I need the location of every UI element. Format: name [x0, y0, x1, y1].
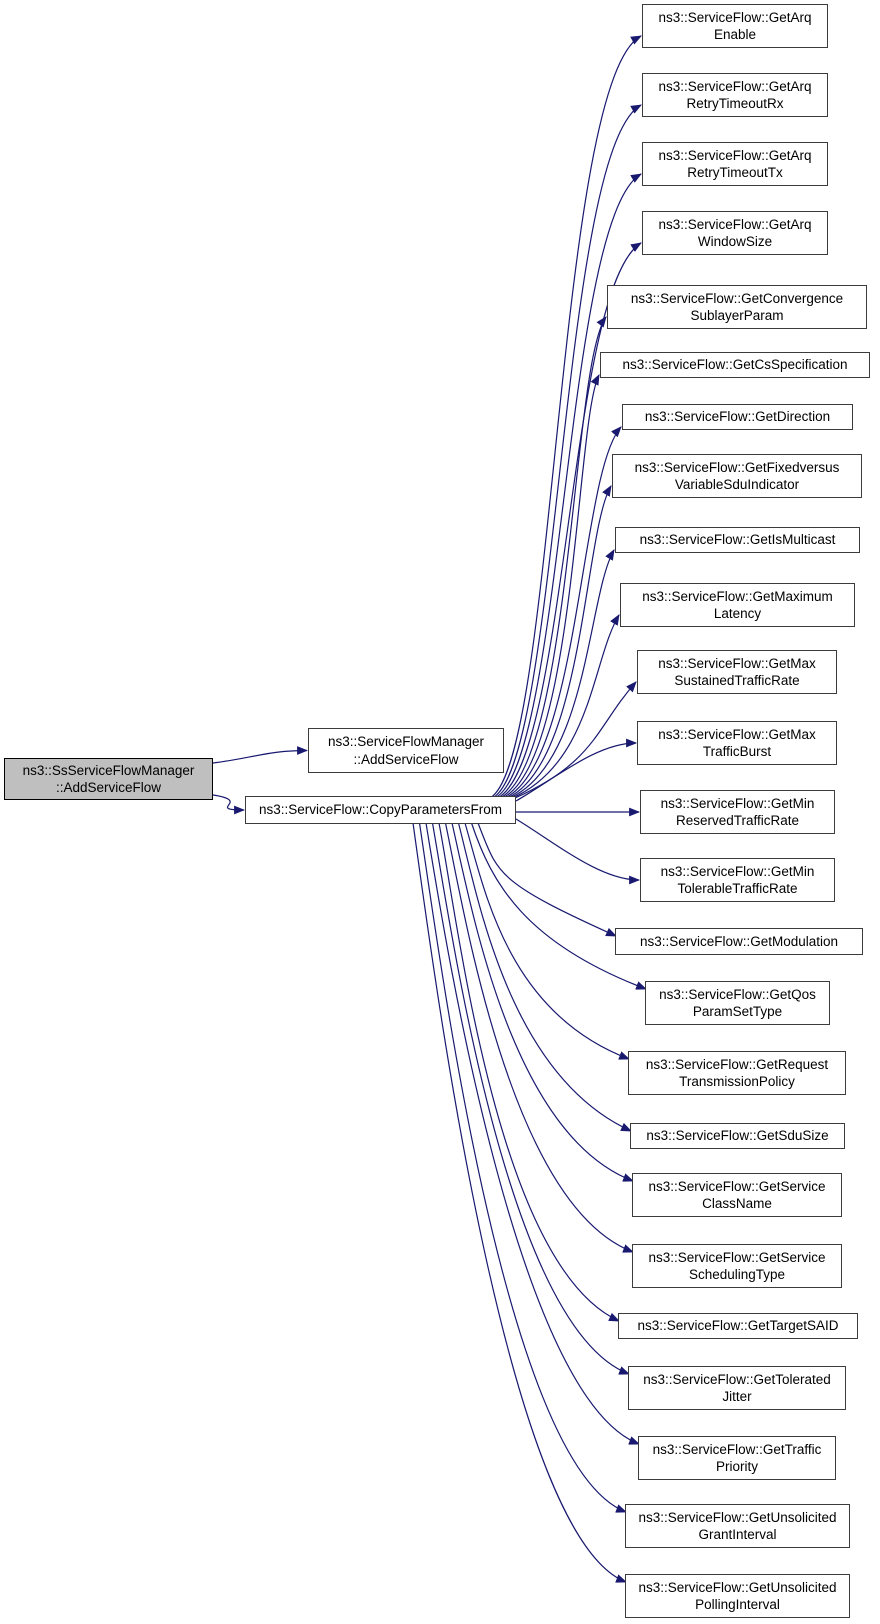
node-get-arq-enable[interactable]: ns3::ServiceFlow::GetArq Enable — [642, 4, 828, 48]
call-edge-copy-parameters-from-to-get-arq-enable — [489, 35, 642, 799]
call-edge-copy-parameters-from-to-get-tolerated-jitter — [431, 822, 631, 1375]
call-edge-copy-parameters-from-to-get-modulation — [477, 822, 618, 937]
node-get-arq-window-size[interactable]: ns3::ServiceFlow::GetArq WindowSize — [642, 211, 828, 255]
call-edge-copy-parameters-from-to-get-unsolicited-polling-interval — [412, 822, 628, 1583]
call-edge-copy-parameters-from-to-get-convergence-sublayer-param — [499, 316, 607, 799]
node-get-arq-retry-timeout-rx[interactable]: ns3::ServiceFlow::GetArq RetryTimeoutRx — [642, 73, 828, 117]
node-get-service-scheduling-type[interactable]: ns3::ServiceFlow::GetService SchedulingT… — [632, 1244, 842, 1288]
node-get-request-transmission-policy[interactable]: ns3::ServiceFlow::GetRequest Transmissio… — [628, 1051, 846, 1095]
node-get-qos-param-set-type[interactable]: ns3::ServiceFlow::GetQos ParamSetType — [645, 981, 830, 1025]
node-get-direction[interactable]: ns3::ServiceFlow::GetDirection — [622, 404, 853, 430]
node-get-max-traffic-burst[interactable]: ns3::ServiceFlow::GetMax TrafficBurst — [637, 721, 837, 765]
node-get-max-sustained-traffic-rate[interactable]: ns3::ServiceFlow::GetMax SustainedTraffi… — [637, 650, 837, 694]
node-get-fixedversus-variable-sdu-indicator[interactable]: ns3::ServiceFlow::GetFixedversus Variabl… — [612, 454, 862, 498]
node-get-service-class-name[interactable]: ns3::ServiceFlow::GetService ClassName — [632, 1173, 842, 1217]
node-copy-parameters-from[interactable]: ns3::ServiceFlow::CopyParametersFrom — [245, 796, 516, 824]
call-edge-ss-add-service-flow-to-mgr-add-service-flow — [212, 746, 309, 764]
call-edge-ss-add-service-flow-to-copy-parameters-from — [212, 794, 246, 815]
call-edge-copy-parameters-from-to-get-cs-specification — [502, 374, 600, 799]
node-get-unsolicited-grant-interval[interactable]: ns3::ServiceFlow::GetUnsolicited GrantIn… — [625, 1504, 850, 1548]
call-edge-copy-parameters-from-to-get-arq-retry-timeout-tx — [494, 173, 642, 799]
node-get-tolerated-jitter[interactable]: ns3::ServiceFlow::GetTolerated Jitter — [628, 1366, 846, 1410]
call-edge-copy-parameters-from-to-get-qos-param-set-type — [470, 822, 648, 990]
node-get-traffic-priority[interactable]: ns3::ServiceFlow::GetTraffic Priority — [638, 1436, 836, 1480]
call-edge-copy-parameters-from-to-get-service-scheduling-type — [444, 822, 635, 1253]
node-get-modulation[interactable]: ns3::ServiceFlow::GetModulation — [615, 928, 863, 955]
node-get-arq-retry-timeout-tx[interactable]: ns3::ServiceFlow::GetArq RetryTimeoutTx — [642, 142, 828, 186]
node-get-sdu-size[interactable]: ns3::ServiceFlow::GetSduSize — [630, 1123, 845, 1149]
node-get-cs-specification[interactable]: ns3::ServiceFlow::GetCsSpecification — [600, 352, 870, 378]
node-get-min-tolerable-traffic-rate[interactable]: ns3::ServiceFlow::GetMin TolerableTraffi… — [640, 858, 835, 902]
call-edge-copy-parameters-from-to-get-direction — [504, 426, 622, 799]
call-edge-copy-parameters-from-to-get-min-tolerable-traffic-rate — [515, 818, 641, 885]
call-edge-copy-parameters-from-to-get-request-transmission-policy — [464, 822, 631, 1060]
call-edge-copy-parameters-from-to-get-is-multicast — [509, 549, 615, 799]
call-edge-copy-parameters-from-to-get-fixedversus-variable-sdu-indicator — [507, 485, 612, 799]
node-service-flow-manager-add-service-flow[interactable]: ns3::ServiceFlowManager ::AddServiceFlow — [308, 728, 504, 773]
call-edge-copy-parameters-from-to-get-unsolicited-grant-interval — [418, 822, 628, 1513]
call-edge-copy-parameters-from-to-get-arq-retry-timeout-rx — [492, 104, 642, 799]
node-get-min-reserved-traffic-rate[interactable]: ns3::ServiceFlow::GetMin ReservedTraffic… — [640, 790, 835, 834]
call-edge-copy-parameters-from-to-get-target-said — [438, 822, 621, 1322]
call-edge-copy-parameters-from-to-get-service-class-name — [451, 822, 635, 1182]
node-get-convergence-sublayer-param[interactable]: ns3::ServiceFlow::GetConvergence Sublaye… — [607, 285, 867, 329]
node-get-unsolicited-polling-interval[interactable]: ns3::ServiceFlow::GetUnsolicited Polling… — [625, 1574, 850, 1618]
call-edge-copy-parameters-from-to-get-max-traffic-burst — [515, 738, 638, 802]
call-edge-copy-parameters-from-to-get-maximum-latency — [512, 614, 620, 799]
node-get-is-multicast[interactable]: ns3::ServiceFlow::GetIsMulticast — [615, 527, 860, 553]
node-get-maximum-latency[interactable]: ns3::ServiceFlow::GetMaximum Latency — [620, 583, 855, 627]
call-edge-copy-parameters-from-to-get-traffic-priority — [425, 822, 641, 1445]
node-get-target-said[interactable]: ns3::ServiceFlow::GetTargetSAID — [618, 1313, 858, 1339]
node-ss-service-flow-manager-add-service-flow[interactable]: ns3::SsServiceFlowManager ::AddServiceFl… — [4, 758, 213, 800]
call-edge-copy-parameters-from-to-get-sdu-size — [457, 822, 633, 1132]
